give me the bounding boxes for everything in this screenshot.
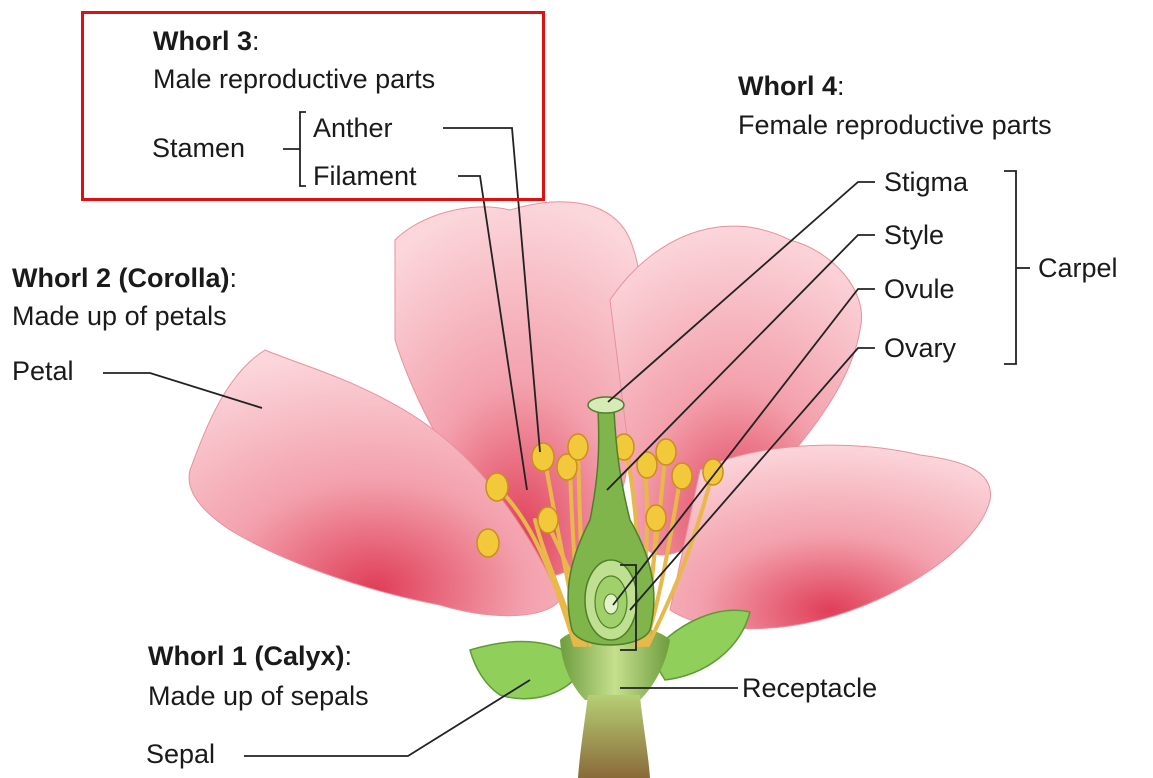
carpel-label: Carpel <box>1038 252 1118 284</box>
whorl4-colon: : <box>837 71 845 101</box>
whorl2-colon: : <box>230 263 238 293</box>
whorl1-desc: Made up of sepals <box>148 680 369 712</box>
whorl1-title-text: Whorl 1 (Calyx) <box>148 641 345 671</box>
whorl3-desc: Male reproductive parts <box>153 63 435 95</box>
receptacle-label: Receptacle <box>742 672 877 704</box>
whorl4-title: Whorl 4: <box>738 70 845 102</box>
anther-label: Anther <box>313 112 393 144</box>
petal-label: Petal <box>12 355 74 387</box>
whorl4-title-text: Whorl 4 <box>738 71 837 101</box>
stamen-label: Stamen <box>152 132 245 164</box>
whorl4-desc: Female reproductive parts <box>738 109 1052 141</box>
whorl2-title: Whorl 2 (Corolla): <box>12 262 237 294</box>
filament-label: Filament <box>313 160 417 192</box>
whorl3-title-text: Whorl 3 <box>153 26 252 56</box>
stem <box>578 695 650 778</box>
stigma-label: Stigma <box>884 166 968 198</box>
ovary-label: Ovary <box>884 332 956 364</box>
sepal-label: Sepal <box>146 738 215 770</box>
whorl2-title-text: Whorl 2 (Corolla) <box>12 263 230 293</box>
whorl3-title: Whorl 3: <box>153 25 260 57</box>
whorl3-colon: : <box>252 26 260 56</box>
ovule-label: Ovule <box>884 273 955 305</box>
whorl1-title: Whorl 1 (Calyx): <box>148 640 352 672</box>
whorl1-colon: : <box>345 641 353 671</box>
style-label: Style <box>884 219 944 251</box>
whorl2-desc: Made up of petals <box>12 300 227 332</box>
